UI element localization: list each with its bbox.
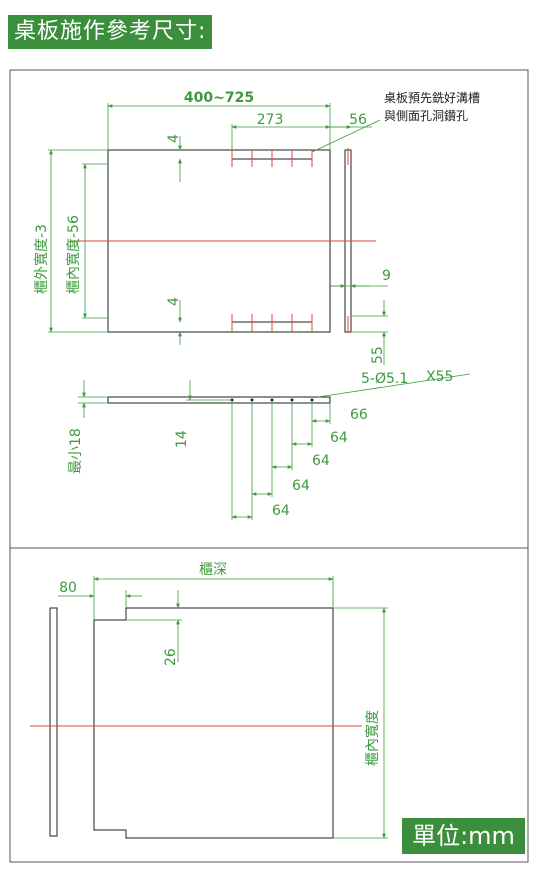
slot-inset-top-label: 4 — [166, 134, 182, 143]
hole-height-label: 14 — [174, 430, 190, 448]
outer-width-label: 櫃外寬度-3 — [33, 224, 50, 294]
side-panel-profile — [49, 607, 58, 837]
top-panel-frame — [9, 69, 529, 549]
bottom-panel-frame — [9, 547, 529, 863]
top-view-drawing — [48, 103, 388, 365]
spacing-label-1: 66 — [350, 407, 368, 423]
unit-label: 單位:mm — [402, 818, 525, 854]
width-range-label: 400~725 — [184, 90, 254, 106]
spacing-label-5: 64 — [272, 503, 290, 519]
slot-span-label: 273 — [257, 112, 284, 128]
side-view-drawing — [78, 373, 471, 520]
notch-depth-label: 26 — [163, 648, 179, 666]
note-line-2: 與側面孔洞鑽孔 — [384, 108, 468, 123]
cabinet-outline — [93, 607, 334, 839]
bottom-view-drawing — [30, 576, 388, 839]
side-bottom-label: 55 — [370, 346, 386, 364]
min-thickness-label: 最小18 — [68, 428, 84, 474]
side-offset-label: 9 — [382, 268, 391, 284]
spacing-label-2: 64 — [330, 430, 348, 446]
desk-side-outline — [107, 396, 331, 404]
hole-depth-label: X55 — [426, 369, 453, 385]
slot-inset-bottom-label: 4 — [166, 297, 182, 306]
holes-label: 5-Ø5.1 — [361, 371, 408, 387]
page-title: 桌板施作參考尺寸: — [8, 15, 213, 49]
cabinet-depth-label: 櫃深 — [199, 562, 227, 578]
spacing-label-4: 64 — [292, 478, 310, 494]
note-line-1: 桌板預先銑好溝槽 — [384, 90, 480, 105]
edge-offset-label: 56 — [349, 112, 367, 128]
inner-width-label: 櫃內寬度-56 — [65, 215, 82, 294]
left-offset-label: 80 — [59, 580, 77, 596]
bottom-inner-width-label: 櫃內寬度 — [364, 710, 381, 766]
spacing-label-3: 64 — [312, 453, 330, 469]
